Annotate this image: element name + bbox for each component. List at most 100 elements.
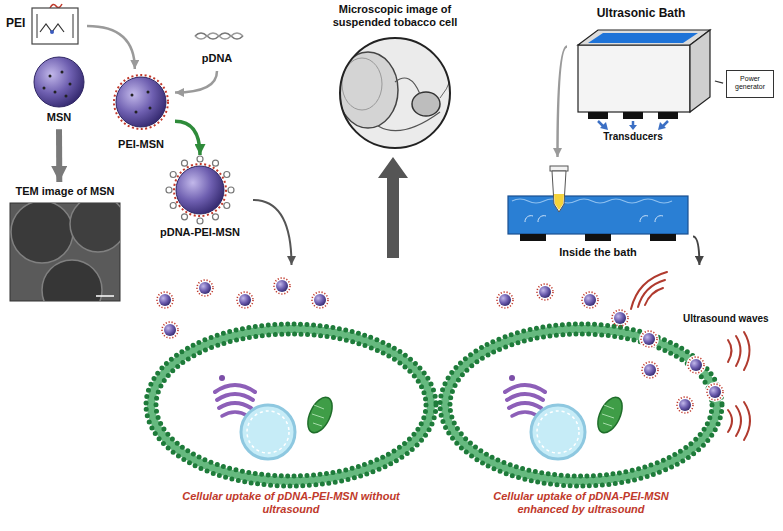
nanoparticles [162,322,178,338]
msn-sphere [34,57,84,107]
node-label: Power generator [727,75,773,92]
node-label: Ultrasonic Bath [570,6,712,20]
transducer-arrows [629,125,637,130]
cell-panel: Cellular uptake of pDNA-PEI-MSN enhanced… [440,268,722,522]
microscope-image [340,38,450,148]
ultrasonic-bath [658,112,678,119]
microscope-image [412,92,440,116]
microscope-image [395,78,420,94]
plant-cell [241,405,295,459]
msn-sphere [54,91,57,94]
nanoparticles [497,292,513,308]
node-label: PEI-MSN [110,138,172,151]
pdna-pei-msn-sphere [174,164,226,216]
pei-msn-sphere [147,91,150,94]
bath-tank [585,234,611,241]
ultrasonic-bath [623,112,643,119]
tem-image [96,295,114,297]
nanoparticles [497,284,723,413]
ultrasound-waves [728,410,732,432]
eppendorf-tube [554,194,564,210]
eppendorf-tube [550,166,568,171]
plant-cell [509,375,515,381]
pei-msn-sphere [116,77,166,127]
node-label: Microscopic image of suspended tobacco c… [322,3,468,29]
pdna-pei-msn-sphere [224,203,230,209]
pdna-helix [195,33,243,39]
nanoparticles [707,384,723,400]
plant-cell [217,394,253,400]
connector-arrow [175,121,200,155]
plant-cell [531,405,585,459]
pei-structure [32,8,78,44]
nanoparticles [274,278,290,294]
plant-cell [219,375,225,381]
msn-particle: MSN [32,55,86,126]
pei-structure [32,4,78,44]
microscope-image [378,112,440,131]
plant-cell [222,412,248,416]
ultrasonic-bath [578,30,710,119]
pei-group: PEI [4,4,84,48]
node-label: Inside the bath [506,246,690,259]
pdna-pei-msn-sphere [176,166,224,214]
connector-arrow [175,71,217,93]
nanoparticles [612,310,628,326]
microscope-panel: Microscopic image of suspended tobacco c… [322,3,468,151]
node-label: MSN [32,111,86,124]
pei-msn-sphere [135,111,138,114]
msn-sphere [49,75,52,78]
nanoparticles [537,284,553,300]
nanoparticles [642,362,658,378]
plant-cell [507,394,543,400]
plant-cell [450,334,712,476]
tem-image [11,203,120,301]
ultrasound-waves [631,272,750,440]
bath-tank [520,234,546,241]
tem-image [70,203,120,252]
eppendorf-tube [550,166,568,212]
nanoparticles [688,357,704,373]
pdna-pei-msn-sphere [213,160,219,166]
connector-arrow [715,81,723,83]
transducer-arrows [658,122,666,130]
tem-image [42,260,102,301]
up-arrow [378,157,408,258]
ultrasound-waves [728,340,732,362]
plant-cell [440,324,722,486]
wave-label: Ultrasound waves [683,313,779,325]
plant-cell [219,403,251,408]
nanoparticles [197,280,213,296]
pdna-group: pDNA [188,30,246,68]
pei-msn-sphere [114,75,168,129]
ultrasound-waves [736,406,741,436]
pei-structure [50,30,54,34]
connector-arrow [558,47,568,157]
plant-cell [146,324,436,486]
ultrasonic-bath [578,45,690,112]
pdna-helix [195,33,243,39]
pdna-pei-msn-sphere [170,203,176,209]
plant-cell [505,385,545,392]
node-label: pDNA-PEI-MSN [150,226,250,239]
pdna-pei-msn-sphere [197,218,203,224]
ultrasound-waves [638,280,665,307]
tem-image [11,203,73,263]
label-anchor: Ultrasound waves [683,313,779,325]
bath-tank [512,199,672,203]
msn-sphere [61,71,64,74]
connector-arrow [87,26,135,69]
nanoparticles [582,292,598,308]
node-label: PEI [6,16,34,30]
bath-device: Ultrasonic Bath [570,6,712,122]
connector-arrow [253,200,292,265]
ultrasonic-bath [578,30,710,45]
node-label: Cellular uptake of pDNA-PEI-MSN enhanced… [471,490,691,516]
nanoparticles [641,331,657,347]
pdna-pei-msn-sphere [182,214,188,220]
label-anchor: Transducers [593,131,673,143]
plant-cell [537,411,579,453]
node-label: Cellular uptake of pDNA-PEI-MSN without … [181,490,401,516]
nanoparticles [157,292,173,308]
